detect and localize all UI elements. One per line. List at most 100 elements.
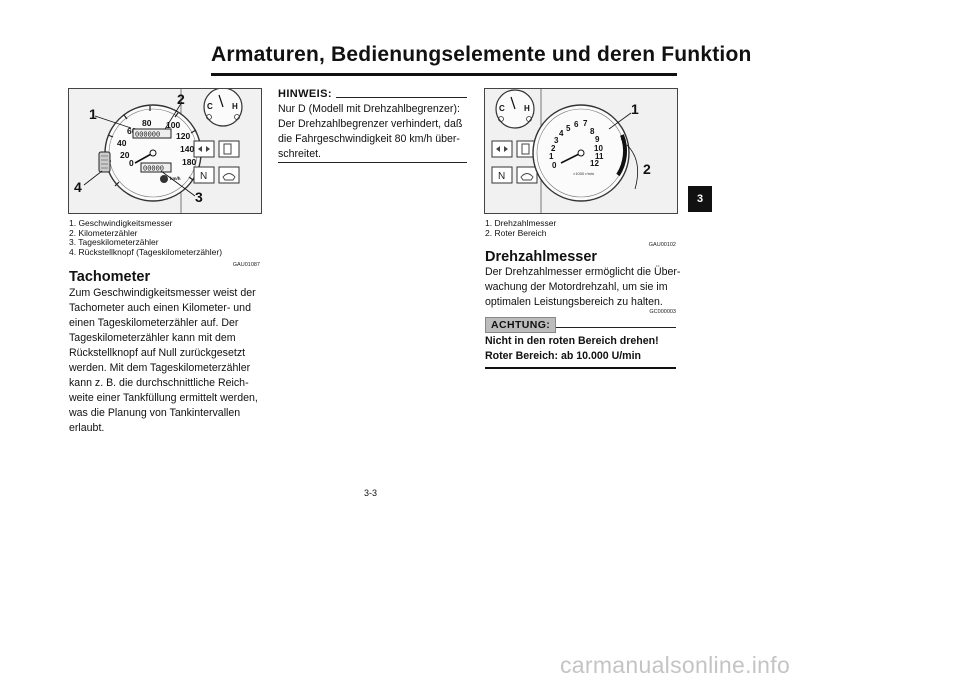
callout-3: 3 (195, 189, 203, 205)
reference-code: GAU01087 (232, 262, 260, 268)
title-rule (211, 73, 677, 76)
body-line: schreitet. (278, 148, 321, 160)
neutral-label: N (200, 171, 207, 182)
rev-counter-body: Der Drehzahlmesser ermöglicht die Über- … (485, 265, 685, 310)
tripmeter-window (140, 162, 172, 173)
body-line: Nur D (Modell mit Drehzahlbegrenzer): (278, 103, 460, 115)
body-line: Tageskilometerzähler kann mit dem (69, 332, 236, 344)
callout-2: 2 (177, 91, 185, 107)
warning-end-rule (485, 367, 676, 369)
callout-2: 2 (643, 161, 651, 177)
note-heading: HINWEIS: (278, 88, 332, 100)
tach-tick-5: 5 (566, 124, 571, 133)
warning-line: Roter Bereich: ab 10.000 U/min (485, 350, 642, 362)
body-line: weite einer Tankfüllung ermittelt werden… (69, 392, 258, 404)
caption-item: 1. Geschwindigkeitsmesser (69, 218, 173, 228)
speedo-tick-20: 20 (120, 150, 130, 160)
speedometer-illustration: 80 100 60 120 40 140 20 180 0 000000 000… (69, 89, 261, 213)
oil-light (218, 166, 240, 184)
temp-c-label: C (499, 104, 505, 113)
tachometer-figure: C H N 0 1 2 3 4 5 6 7 8 9 10 11 12 (484, 88, 678, 214)
body-line: Rückstellknopf auf Null zurückgesetzt (69, 347, 246, 359)
turn-indicator-light (491, 140, 513, 158)
body-line: was die Planung von Tankintervallen (69, 407, 241, 419)
callout-1: 1 (631, 101, 639, 117)
caption-item: 3. Tageskilometerzähler (69, 237, 159, 247)
note-body: Nur D (Modell mit Drehzahlbegrenzer): De… (278, 102, 473, 162)
tach-tick-0: 0 (552, 161, 557, 170)
speedo-tick-180: 180 (182, 157, 196, 167)
speedo-tick-100: 100 (166, 120, 180, 130)
page-number: 3-3 (364, 488, 378, 498)
turn-indicator-light (193, 140, 215, 158)
speedo-tick-120: 120 (176, 131, 190, 141)
warning-body: Nicht in den roten Bereich drehen! Roter… (485, 334, 685, 364)
tach-tick-7: 7 (583, 119, 588, 128)
odometer-window (132, 128, 172, 139)
tach-tick-11: 11 (595, 152, 604, 161)
speedo-tick-80: 80 (142, 118, 152, 128)
tach-tick-labels: 0 1 2 3 4 5 6 7 8 9 10 11 12 (549, 119, 604, 170)
speedo-tick-40: 40 (117, 138, 127, 148)
tach-tick-6: 6 (574, 120, 579, 129)
speedometer-figure: 80 100 60 120 40 140 20 180 0 000000 000… (68, 88, 262, 214)
body-line: kann z. B. die durchschnittliche Reich- (69, 377, 249, 389)
tripmeter-digits: 00000 (143, 166, 164, 174)
tach-needle (560, 152, 582, 164)
caption-item: 1. Drehzahlmesser (485, 218, 557, 228)
right-figure-captions: 1. Drehzahlmesser 2. Roter Bereich (485, 218, 557, 238)
reference-code: GAU00102 (648, 242, 676, 248)
body-line: wachung der Motordrehzahl, um sie im (485, 281, 668, 293)
note-heading-rule (336, 97, 467, 98)
warning-heading-rule (556, 327, 676, 328)
neutral-light (193, 166, 215, 184)
body-line: Zum Geschwindigkeitsmesser weist der (69, 287, 256, 299)
callout-4: 4 (74, 179, 82, 195)
tach-tick-4: 4 (559, 129, 564, 138)
caption-item: 2. Roter Bereich (485, 227, 547, 238)
body-line: Der Drehzahlbegrenzer verhindert, daß (278, 118, 463, 130)
tach-tick-9: 9 (595, 135, 600, 144)
body-line: einen Tageskilometerzähler auf. Der (69, 317, 239, 329)
chapter-tab: 3 (688, 186, 712, 212)
watermark: carmanualsonline.info (560, 652, 791, 678)
tach-tick-12: 12 (590, 159, 599, 168)
body-line: die Fahrgeschwindigkeit 80 km/h über- (278, 133, 460, 145)
body-line: optimalen Leistungsbereich zu halten. (485, 296, 663, 308)
tachometer-body: Zum Geschwindigkeitsmesser weist der Tac… (69, 286, 269, 436)
tach-tick-8: 8 (590, 127, 595, 136)
speedo-unit: km/h (170, 176, 181, 181)
body-line: Tachometer auch einen Kilometer- und (69, 302, 251, 314)
tach-unit: ×1000 r/min (573, 171, 594, 176)
speedo-tick-140: 140 (180, 144, 194, 154)
speedo-tick-0: 0 (129, 158, 134, 168)
temp-h-label: H (232, 102, 238, 111)
reset-knob (98, 151, 111, 173)
body-line: erlaubt. (69, 422, 105, 434)
oil-light (516, 166, 538, 184)
tach-tick-1: 1 (549, 152, 554, 161)
temp-c-label: C (207, 102, 213, 111)
callout-1: 1 (89, 106, 97, 122)
temp-gauge (203, 89, 243, 127)
warning-line: Nicht in den roten Bereich drehen! (485, 335, 659, 347)
high-beam-light (218, 140, 240, 158)
left-figure-captions: 1. Geschwindigkeitsmesser 2. Kilometerzä… (69, 218, 222, 257)
section-heading-rev-counter: Drehzahlmesser (485, 249, 598, 265)
body-line: werden. Mit dem Tageskilometerzähler (69, 362, 251, 374)
tach-tick-10: 10 (594, 144, 603, 153)
tach-tick-3: 3 (554, 136, 559, 145)
page-title: Armaturen, Bedienungselemente und deren … (211, 43, 752, 66)
note-end-rule (278, 162, 467, 163)
neutral-light (491, 166, 513, 184)
warning-code: GC000003 (649, 309, 676, 315)
neutral-label: N (498, 171, 505, 182)
warning-label: ACHTUNG: (485, 317, 557, 333)
red-zone-arc (616, 134, 628, 177)
odometer-digits: 000000 (135, 132, 160, 140)
tach-tick-2: 2 (551, 144, 556, 153)
temp-h-label: H (524, 104, 530, 113)
caption-item: 2. Kilometerzähler (69, 227, 138, 238)
section-heading-tachometer: Tachometer (69, 269, 151, 285)
body-line: Der Drehzahlmesser ermöglicht die Über- (485, 266, 681, 278)
